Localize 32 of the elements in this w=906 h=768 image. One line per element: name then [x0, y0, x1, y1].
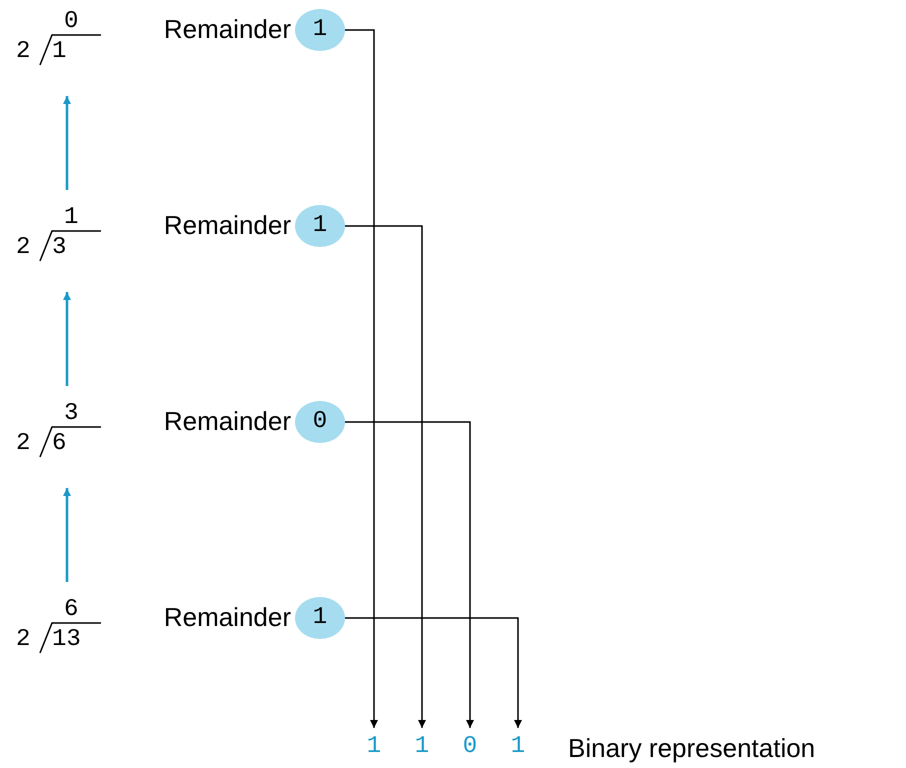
dividend: 1: [52, 40, 66, 64]
remainder-label: Remainder: [164, 602, 291, 632]
binary-digit: 1: [410, 733, 434, 761]
arrow: [345, 29, 378, 728]
dividend: 3: [52, 236, 66, 260]
dividend: 6: [52, 432, 66, 456]
arrow: [345, 421, 474, 728]
remainder-bubble: 0: [295, 401, 345, 443]
binary-digit: 0: [458, 733, 482, 761]
quotient: 6: [64, 598, 78, 622]
quotient: 1: [64, 206, 78, 230]
divisor: 2: [16, 40, 30, 64]
arrow: [345, 225, 426, 728]
remainder-label: Remainder: [164, 406, 291, 436]
arrow: [345, 617, 522, 728]
remainder-label: Remainder: [164, 210, 291, 240]
dividend: 13: [52, 628, 81, 652]
remainder-label: Remainder: [164, 14, 291, 44]
arrow: [63, 488, 71, 582]
quotient: 3: [64, 402, 78, 426]
binary-digit: 1: [362, 733, 386, 761]
quotient: 0: [64, 10, 78, 34]
caption-text: Binary representation: [568, 733, 816, 763]
binary-digit: 1: [506, 733, 530, 761]
arrow: [63, 292, 71, 386]
arrow: [63, 96, 71, 190]
remainder-bubble: 1: [295, 205, 345, 247]
remainder-bubble: 1: [295, 597, 345, 639]
divisor: 2: [16, 628, 30, 652]
divisor: 2: [16, 432, 30, 456]
divisor: 2: [16, 236, 30, 260]
remainder-bubble: 1: [295, 9, 345, 51]
